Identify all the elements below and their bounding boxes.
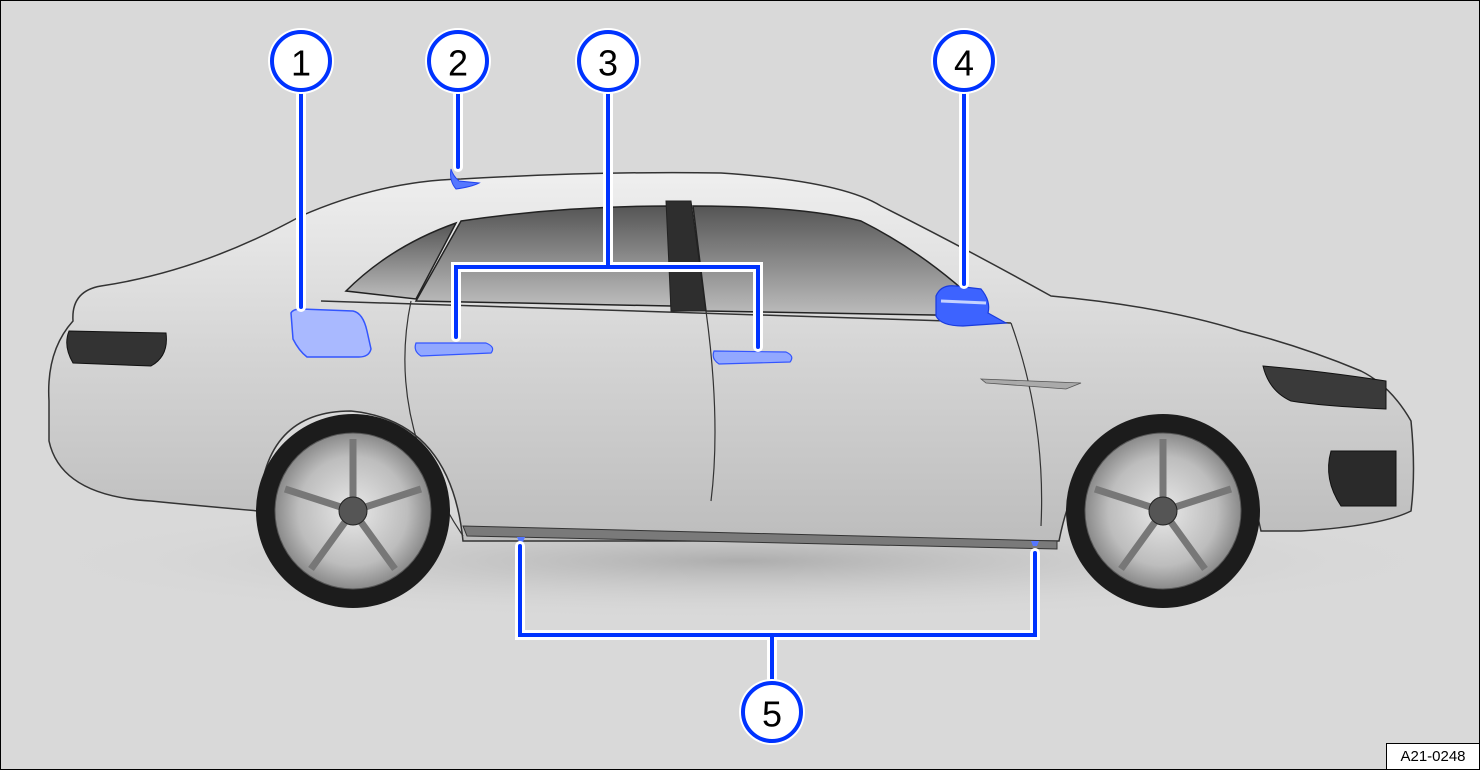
exterior-mirror [935,285,1009,327]
fuel-filler-flap [290,308,372,358]
roof-antenna [450,168,481,190]
sill-sensor-front [1031,541,1039,546]
callout-number: 5 [762,694,782,735]
door-split-seam [705,310,716,502]
callout-5: 5 [739,679,805,745]
front-wheel [1066,414,1260,608]
side-sill [462,525,1058,550]
rear-wheel [256,414,450,608]
rear-side-window [344,221,458,300]
callout-number: 2 [448,43,468,84]
tail-light [66,330,167,367]
front-bumper-vent [1328,450,1397,507]
callout-number: 4 [954,43,974,84]
side-trim [979,378,1082,390]
callout-1: 1 [268,28,334,94]
door-handle-rear [414,342,494,357]
door-handle-front [712,350,793,365]
callout-number: 3 [598,43,618,84]
callout-2: 2 [425,28,491,94]
beltline [320,300,1012,324]
sill-sensor-rear [517,537,525,542]
callout-leader-lines [296,81,1040,694]
callout-number: 1 [291,43,311,84]
front-door-seam [1010,322,1043,527]
figure-id-label: A21-0248 [1386,743,1479,769]
callout-4: 4 [931,28,997,94]
callout-3: 3 [575,28,641,94]
head-light [1262,365,1387,410]
mirror-indicator-strip [940,299,987,305]
